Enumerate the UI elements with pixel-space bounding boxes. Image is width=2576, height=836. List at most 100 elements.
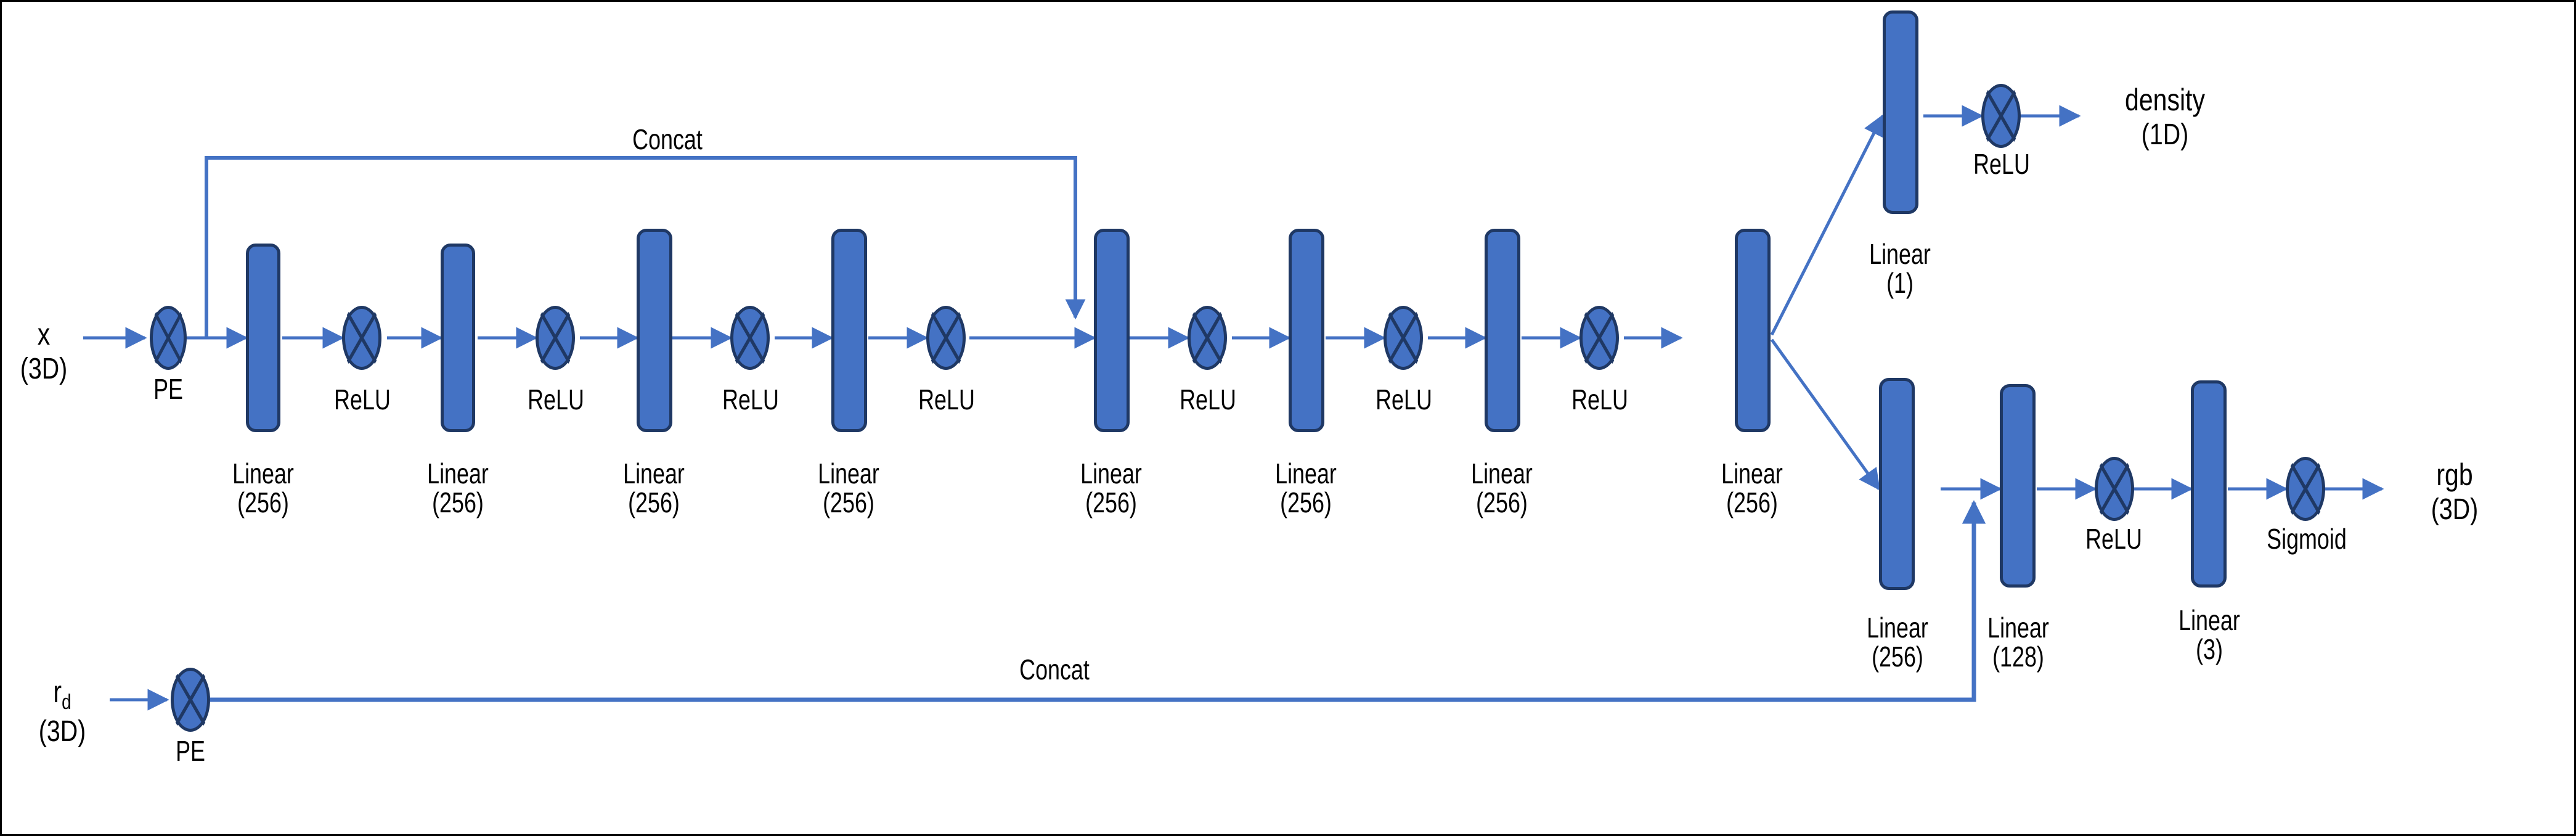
head-rgb-linear-128-name: Linear (1987, 612, 2049, 644)
circle-x-icon (175, 673, 206, 726)
trunk-linear-7-name: Linear (1471, 457, 1533, 490)
trunk-relu-5[interactable] (1188, 306, 1227, 370)
trunk-linear-7-units: (256) (1476, 486, 1528, 518)
trunk-linear-5-name: Linear (1080, 457, 1142, 490)
input-subscript-rd: d (62, 691, 71, 714)
input-symbol-rd-row: rd (27, 674, 98, 715)
trunk-relu-2-label: ReLU (528, 383, 584, 416)
trunk-linear-1-caption: Linear (256) (220, 459, 306, 517)
head-rgb-linear-3-name: Linear (2179, 604, 2240, 636)
head-rgb-sigmoid[interactable] (2286, 457, 2325, 521)
trunk-linear-4[interactable] (831, 229, 867, 432)
head-rgb-linear-3-units: (3) (2196, 633, 2223, 665)
head-density-linear-1-units: (1) (1886, 266, 1914, 299)
trunk-linear-8[interactable] (1735, 229, 1771, 432)
trunk-relu-6-label: ReLU (1376, 383, 1432, 416)
input-dim-x: (3D) (20, 353, 68, 385)
head-density-linear-1[interactable] (1883, 10, 1918, 214)
head-rgb-linear-256[interactable] (1879, 378, 1915, 590)
output-name-rgb: rgb (2436, 457, 2473, 492)
trunk-relu-6[interactable] (1384, 306, 1423, 370)
trunk-linear-8-caption: Linear (256) (1709, 459, 1795, 517)
trunk-linear-2[interactable] (441, 244, 475, 432)
head-rgb-linear-256-name: Linear (1867, 612, 1928, 644)
head-rgb-linear-128-units: (128) (1992, 640, 2044, 673)
trunk-relu-1-label: ReLU (334, 383, 391, 416)
head-density-relu-label: ReLU (1973, 148, 2030, 180)
pe-encoder-rd-label: PE (176, 735, 205, 767)
head-density-linear-1-caption: Linear (1) (1857, 240, 1943, 298)
trunk-linear-4-caption: Linear (256) (805, 459, 892, 517)
trunk-linear-8-units: (256) (1726, 486, 1778, 518)
trunk-linear-5[interactable] (1094, 229, 1130, 432)
circle-x-icon (2290, 462, 2321, 515)
input-label-x: x (3D) (14, 316, 74, 386)
trunk-linear-3-name: Linear (623, 457, 685, 490)
trunk-linear-4-name: Linear (818, 457, 879, 490)
circle-x-icon (1584, 311, 1615, 364)
circle-x-icon (154, 311, 182, 364)
trunk-relu-1[interactable] (342, 306, 381, 370)
circle-x-icon (346, 311, 377, 364)
head-rgb-sigmoid-label: Sigmoid (2267, 523, 2347, 555)
skip-concat-rd-label: Concat (1019, 654, 1090, 686)
trunk-linear-2-units: (256) (432, 486, 484, 518)
trunk-linear-6-units: (256) (1280, 486, 1332, 518)
circle-x-icon (931, 311, 961, 364)
output-label-rgb: rgb (3D) (2404, 457, 2505, 527)
head-density-linear-1-name: Linear (1869, 238, 1931, 270)
trunk-linear-5-caption: Linear (256) (1068, 459, 1154, 517)
head-rgb-linear-128[interactable] (2000, 384, 2036, 588)
head-rgb-relu-label: ReLU (2085, 523, 2142, 555)
trunk-linear-7-caption: Linear (256) (1459, 459, 1545, 517)
trunk-relu-2[interactable] (536, 306, 575, 370)
output-dim-rgb: (3D) (2431, 493, 2479, 526)
input-symbol-x: x (37, 317, 51, 351)
input-dim-rd: (3D) (38, 715, 86, 748)
trunk-relu-5-label: ReLU (1180, 383, 1236, 416)
trunk-linear-7[interactable] (1485, 229, 1520, 432)
head-rgb-linear-256-caption: Linear (256) (1854, 613, 1941, 671)
trunk-linear-1[interactable] (246, 244, 280, 432)
skip-concat-x-label: Concat (632, 123, 703, 155)
trunk-linear-6-name: Linear (1275, 457, 1337, 490)
output-label-density: density (1D) (2089, 82, 2241, 152)
head-rgb-linear-3-caption: Linear (3) (2166, 606, 2252, 664)
trunk-relu-4[interactable] (926, 306, 966, 370)
trunk-linear-1-units: (256) (237, 486, 289, 518)
head-rgb-linear-3[interactable] (2191, 380, 2227, 588)
output-dim-density: (1D) (2141, 118, 2189, 151)
trunk-relu-7[interactable] (1579, 306, 1619, 370)
trunk-linear-5-units: (256) (1085, 486, 1137, 518)
circle-x-icon (735, 311, 765, 364)
trunk-linear-4-units: (256) (823, 486, 874, 518)
trunk-linear-6-caption: Linear (256) (1263, 459, 1349, 517)
pe-encoder-rd[interactable] (171, 668, 210, 732)
trunk-linear-8-name: Linear (1721, 457, 1783, 490)
trunk-linear-3[interactable] (637, 229, 672, 432)
circle-x-icon (1192, 311, 1223, 364)
trunk-linear-6[interactable] (1289, 229, 1324, 432)
circle-x-icon (2099, 462, 2130, 515)
input-symbol-rd: r (53, 674, 62, 709)
head-rgb-relu[interactable] (2095, 457, 2134, 521)
trunk-relu-4-label: ReLU (918, 383, 975, 416)
input-label-rd: rd (3D) (27, 674, 98, 748)
trunk-linear-2-name: Linear (427, 457, 489, 490)
circle-x-icon (1388, 311, 1419, 364)
trunk-relu-3-label: ReLU (722, 383, 779, 416)
trunk-linear-3-caption: Linear (256) (611, 459, 697, 517)
pe-encoder-x[interactable] (150, 306, 187, 370)
output-name-density: density (2125, 83, 2205, 117)
trunk-linear-1-name: Linear (232, 457, 294, 490)
head-rgb-linear-128-caption: Linear (128) (1975, 613, 2061, 671)
trunk-relu-3[interactable] (730, 306, 770, 370)
circle-x-icon (540, 311, 571, 364)
head-density-relu[interactable] (1981, 84, 2021, 148)
head-rgb-linear-256-units: (256) (1872, 640, 1923, 673)
trunk-linear-3-units: (256) (628, 486, 680, 518)
pe-encoder-x-label: PE (153, 373, 183, 405)
trunk-linear-2-caption: Linear (256) (415, 459, 501, 517)
circle-x-icon (1986, 89, 2016, 142)
